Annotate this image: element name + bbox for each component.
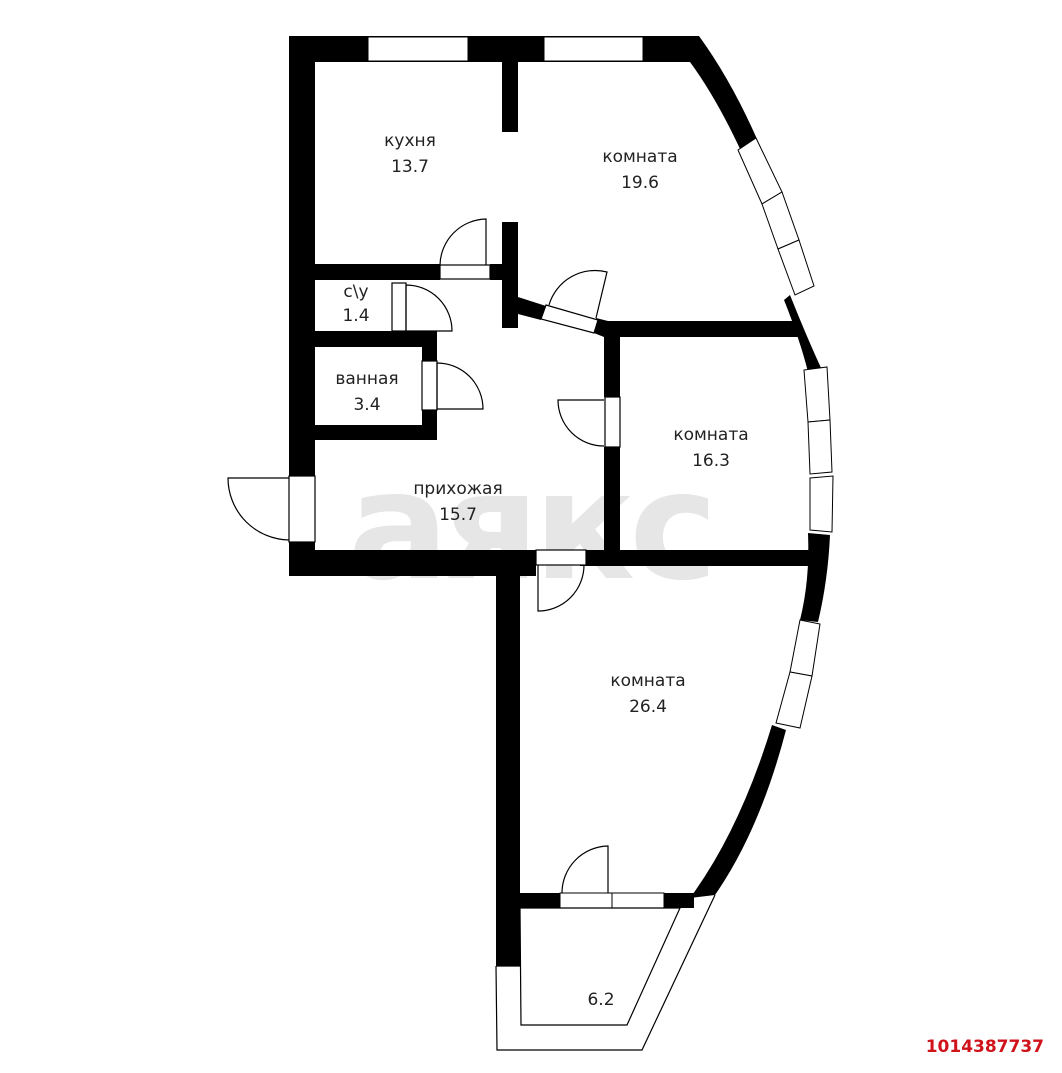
- room-area: 19.6: [621, 173, 659, 193]
- room-area: 15.7: [439, 505, 477, 525]
- room-area: 13.7: [391, 157, 429, 177]
- room-name: кухня: [384, 131, 436, 151]
- room-name: с\у: [343, 282, 368, 302]
- room-room2: комната 16.3: [673, 425, 748, 471]
- room-name: комната: [610, 671, 685, 691]
- room-wc: с\у 1.4: [342, 282, 369, 326]
- room-area: 3.4: [353, 395, 380, 415]
- room-room1: комната 19.6: [602, 147, 677, 193]
- room-area: 26.4: [629, 697, 667, 717]
- room-balcony: 6.2: [587, 990, 614, 1010]
- room-room3: комната 26.4: [610, 671, 685, 717]
- room-area: 6.2: [587, 990, 614, 1010]
- room-name: прихожая: [413, 479, 502, 499]
- balcony-outline: [495, 894, 716, 1051]
- windows: [367, 36, 834, 909]
- listing-id: 1014387737: [925, 1037, 1044, 1057]
- room-name: ванная: [335, 369, 398, 389]
- doors: [227, 218, 621, 894]
- room-hallway: прихожая 15.7: [413, 479, 502, 525]
- room-area: 16.3: [692, 451, 730, 471]
- watermark-logo: аякс: [348, 440, 712, 614]
- room-name: комната: [673, 425, 748, 445]
- room-bathroom: ванная 3.4: [335, 369, 398, 415]
- room-name: комната: [602, 147, 677, 167]
- walls: [289, 36, 830, 966]
- room-area: 1.4: [342, 306, 369, 326]
- room-kitchen: кухня 13.7: [384, 131, 436, 177]
